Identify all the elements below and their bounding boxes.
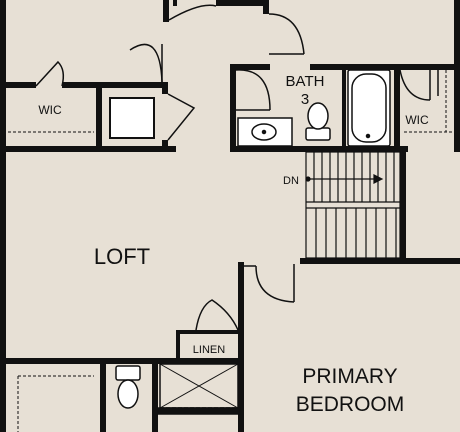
closet-shelves xyxy=(8,70,452,432)
loft-label: LOFT xyxy=(94,244,150,269)
stair-arrow xyxy=(305,174,384,184)
linen-label: LINEN xyxy=(193,344,225,356)
wic-left-label: WIC xyxy=(38,103,62,117)
window-marks xyxy=(1,232,5,282)
bath-label-line1: BATH xyxy=(286,73,325,90)
primary-label-line2: BEDROOM xyxy=(296,393,405,416)
bath-fixtures xyxy=(237,69,391,147)
stair-direction-label: DN xyxy=(283,175,299,187)
wic-right-label: WIC xyxy=(405,113,429,127)
bottom-fixtures xyxy=(115,363,241,415)
doors xyxy=(35,4,439,331)
primary-label-line1: PRIMARY xyxy=(302,365,397,388)
closet-fixture xyxy=(109,97,155,139)
bath-label-line2: 3 xyxy=(301,91,309,108)
stairs xyxy=(305,151,401,259)
